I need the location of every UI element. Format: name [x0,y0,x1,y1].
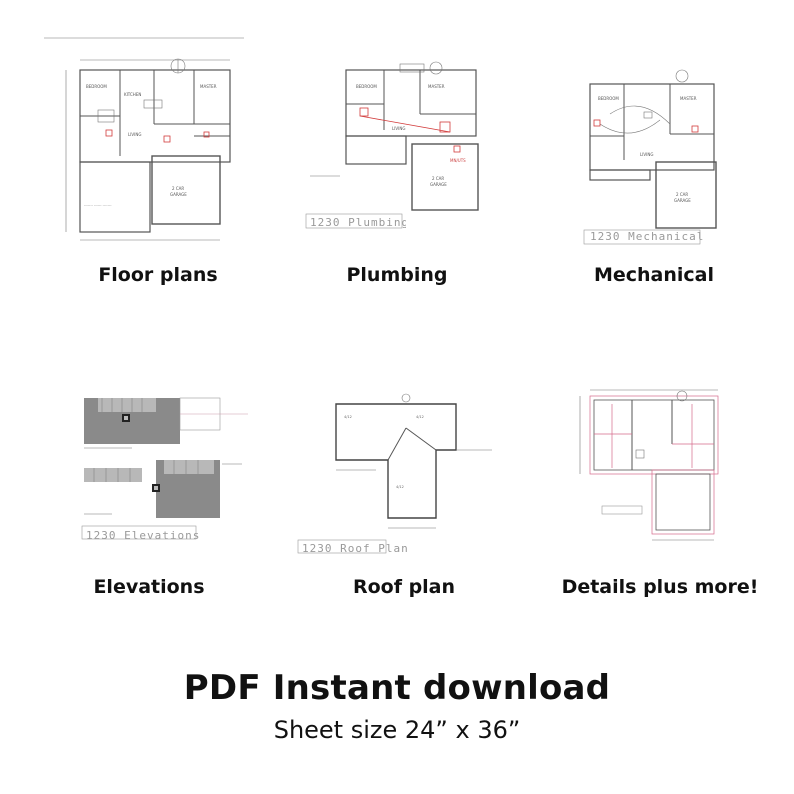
svg-text:MASTER: MASTER [200,84,217,89]
svg-text:4/12: 4/12 [344,415,352,419]
svg-text:MN/UTS: MN/UTS [450,158,466,163]
svg-text:LIVING: LIVING [392,126,405,131]
plumbing-thumbnail: 2 CAR GARAGE MN/UTS BEDROOM MASTER LIVIN… [300,54,505,234]
caption-details: Details plus more! [561,576,759,598]
svg-text:GARAGE: GARAGE [674,198,691,203]
svg-text:4/12: 4/12 [416,415,424,419]
svg-text:2 CAR: 2 CAR [432,176,444,181]
svg-text:1230 Plumbing: 1230 Plumbing [310,216,406,229]
svg-text:2 CAR: 2 CAR [172,186,184,191]
svg-text:BEDROOM: BEDROOM [356,84,377,89]
roof-plan-thumbnail: 4/12 4/12 4/12 [296,388,496,554]
details-thumbnail [572,384,742,546]
svg-text:1230 Mechanical: 1230 Mechanical [590,230,704,243]
elevations-stamp: 1230 Elevations [82,527,202,543]
svg-text:BEDROOM: BEDROOM [598,96,619,101]
svg-text:------- ------ -------: ------- ------ ------- [84,203,112,207]
svg-text:1230 Roof Plan: 1230 Roof Plan [302,542,408,555]
caption-roof-plan: Roof plan [352,576,456,598]
caption-mechanical: Mechanical [593,264,715,286]
roof-plan-stamp: 1230 Roof Plan [298,540,408,556]
svg-text:LIVING: LIVING [640,152,653,157]
headline-pdf-instant-download: PDF Instant download [183,668,611,708]
mechanical-thumbnail: 2 CAR GARAGE BEDROOM MASTER LIVING [580,64,730,246]
svg-text:KITCHEN: KITCHEN [124,92,141,97]
elevations-thumbnail [72,390,252,540]
caption-floor-plans: Floor plans [98,264,218,286]
svg-text:LIVING: LIVING [128,132,141,137]
svg-text:4/12: 4/12 [396,485,404,489]
svg-text:MASTER: MASTER [680,96,697,101]
plumbing-stamp: 1230 Plumbing [306,214,406,230]
svg-text:1230 Elevations: 1230 Elevations [86,529,200,542]
sheet-size-text: Sheet size 24” x 36” [273,716,521,744]
svg-text:GARAGE: GARAGE [170,192,187,197]
svg-text:GARAGE: GARAGE [430,182,447,187]
floor-plan-thumbnail: 2 CAR GARAGE ------- ------ ------- KITC… [44,36,244,246]
svg-text:2 CAR: 2 CAR [676,192,688,197]
mechanical-stamp: 1230 Mechanical [586,228,706,244]
caption-plumbing: Plumbing [346,264,448,286]
caption-elevations: Elevations [93,576,205,598]
svg-text:BEDROOM: BEDROOM [86,84,107,89]
svg-text:MASTER: MASTER [428,84,445,89]
